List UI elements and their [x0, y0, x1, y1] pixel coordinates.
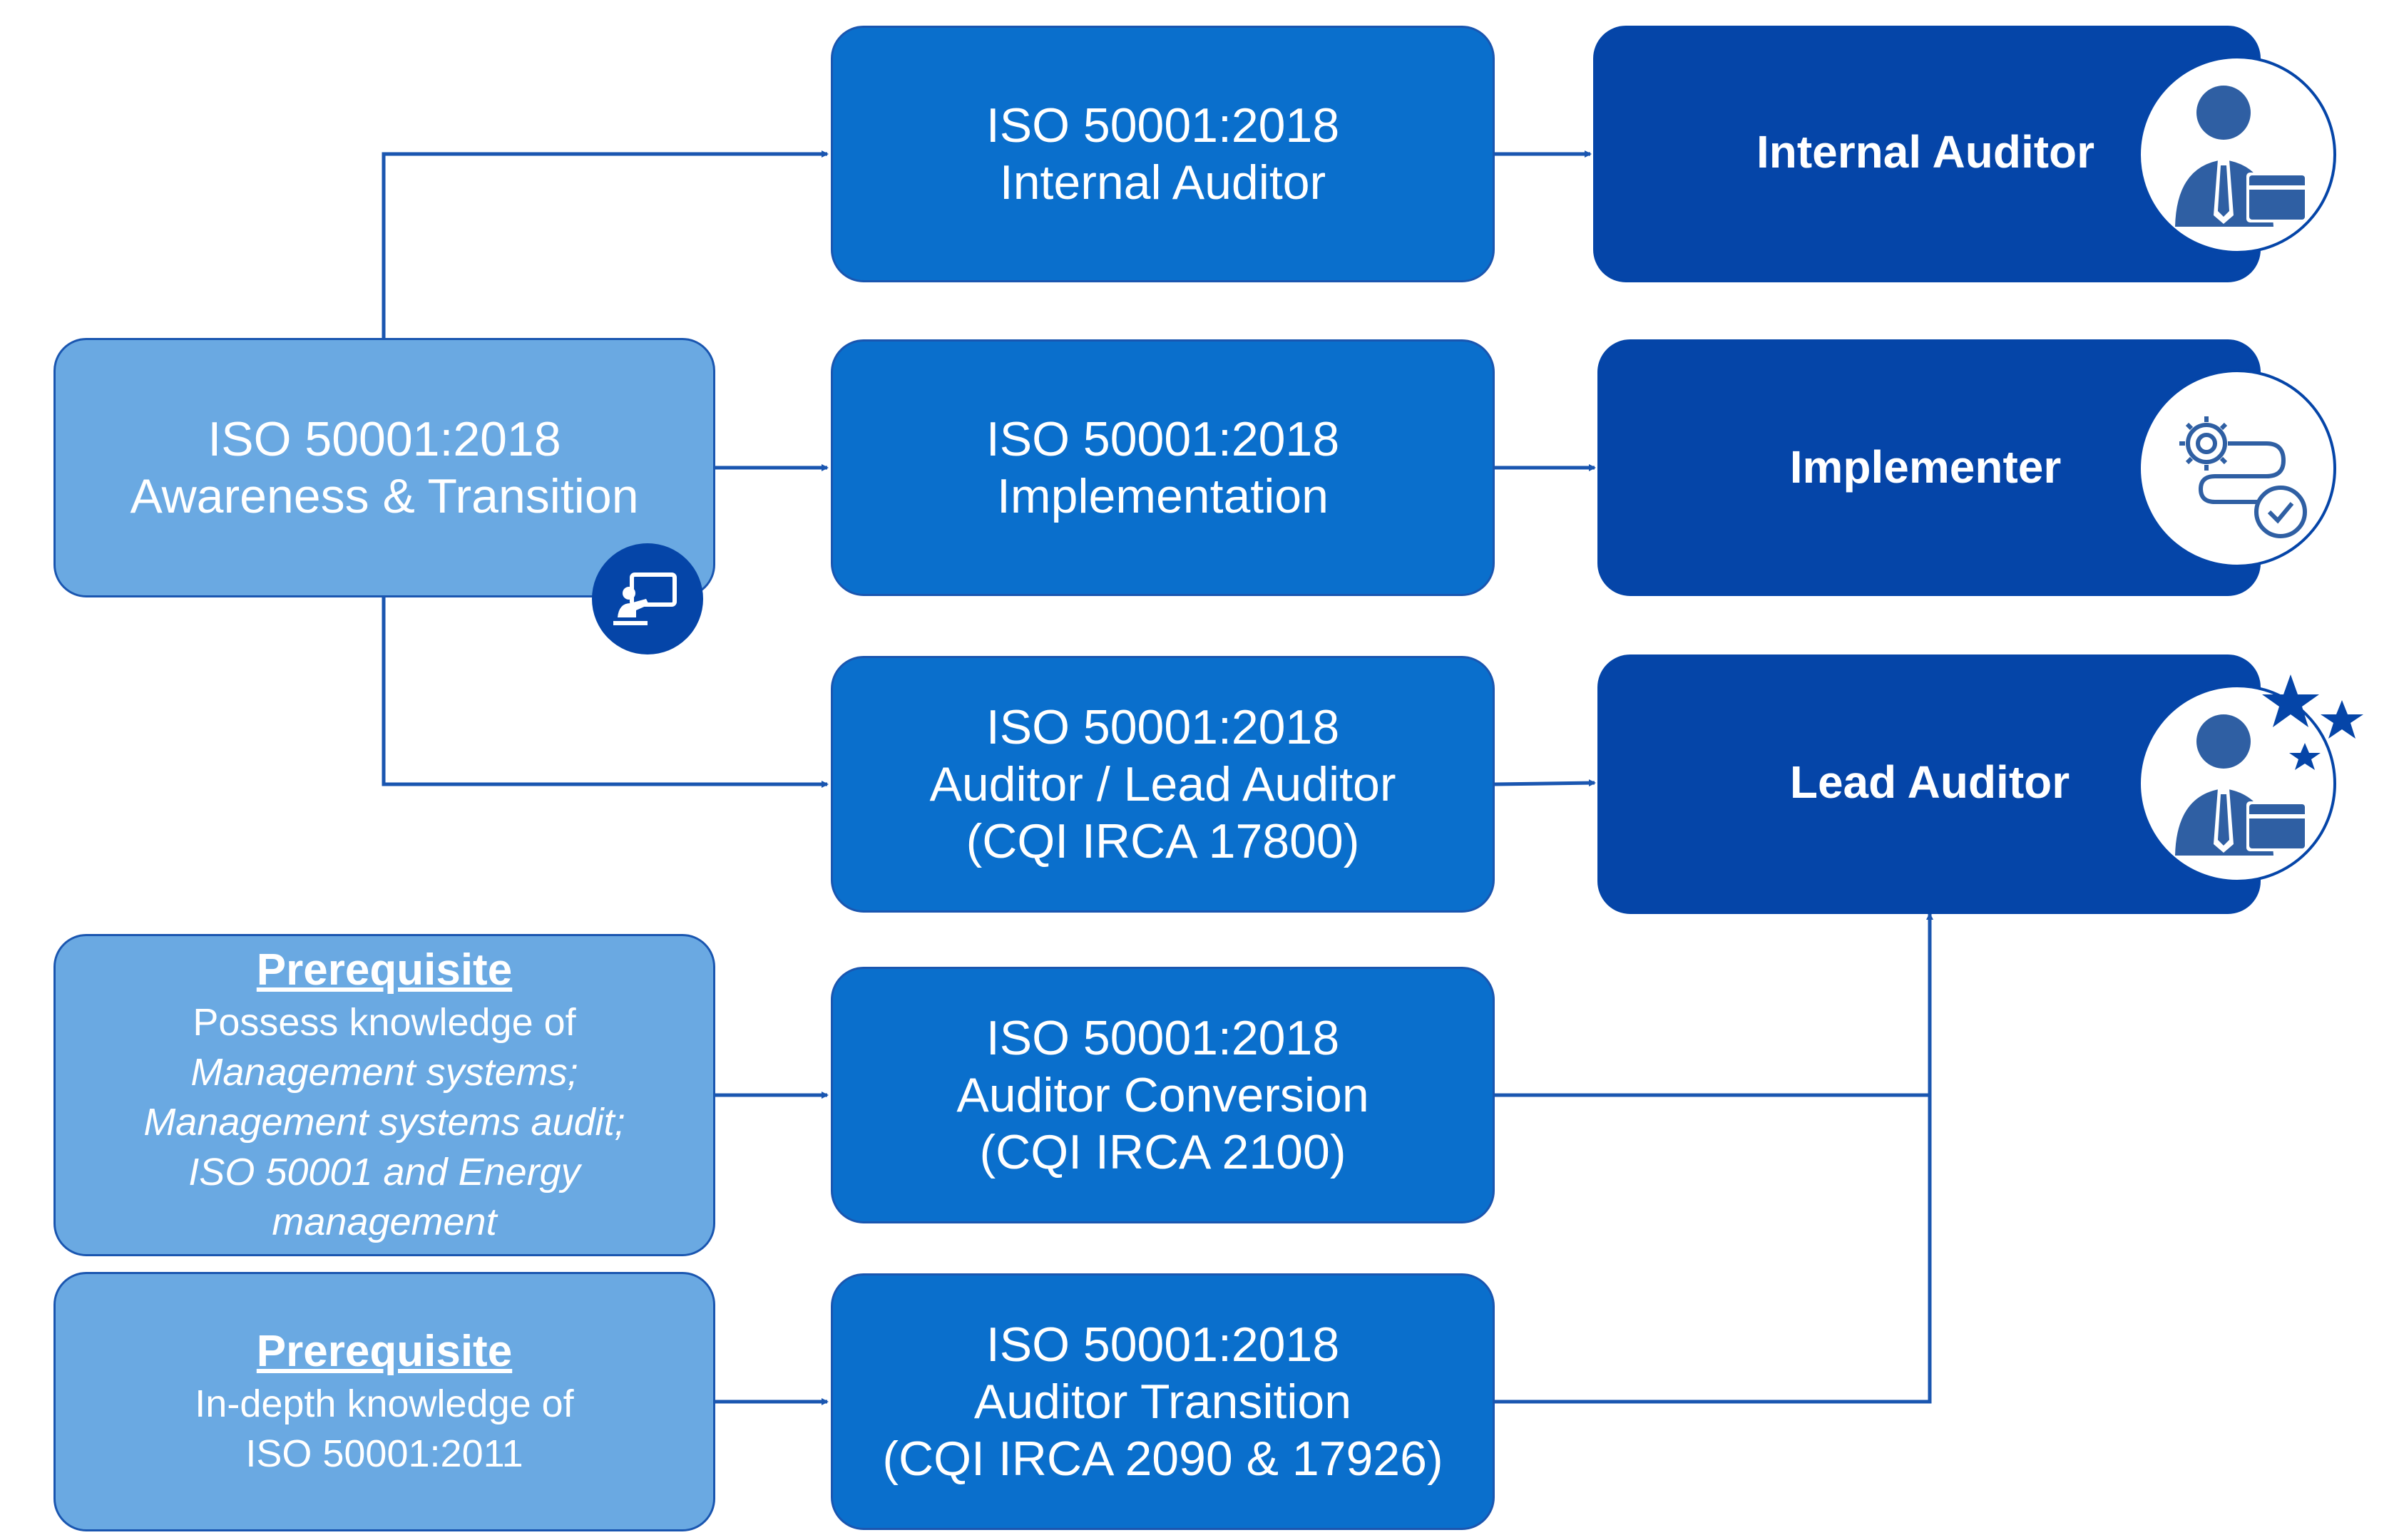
course-implementation: ISO 50001:2018 Implementation	[831, 339, 1495, 596]
course-line1: ISO 50001:2018	[986, 1011, 1340, 1065]
course-line1: ISO 50001:2018	[986, 700, 1340, 754]
course-line3: (CQI IRCA 17800)	[966, 814, 1360, 868]
course-line2: Auditor Conversion	[956, 1068, 1369, 1122]
prerequisite-text: ISO 50001 and Energy	[188, 1151, 580, 1194]
course-line3: (CQI IRCA 2100)	[979, 1125, 1346, 1179]
prerequisite-text: Possess knowledge of	[193, 1001, 576, 1044]
arrow-awareness-to-lead	[382, 597, 829, 788]
prerequisite-text: Management systems audit;	[143, 1101, 625, 1144]
course-internal-auditor: ISO 50001:2018 Internal Auditor	[831, 26, 1495, 282]
course-line2: Auditor / Lead Auditor	[929, 757, 1396, 811]
course-auditor-conversion: ISO 50001:2018 Auditor Conversion (CQI I…	[831, 967, 1495, 1223]
arrow-awareness-to-internal	[382, 150, 829, 338]
awareness-transition-box: ISO 50001:2018 Awareness & Transition	[53, 338, 715, 597]
stars-icon	[2262, 674, 2363, 770]
role-internal-auditor-label: Internal Auditor	[1756, 126, 2095, 178]
course-line1: ISO 50001:2018	[986, 98, 1340, 153]
course-line2: Implementation	[997, 469, 1329, 523]
prerequisite-box-1: Prerequisite Possess knowledge of Manage…	[53, 934, 715, 1256]
gear-process-check-icon	[2138, 369, 2336, 568]
prerequisite-text: Management systems;	[190, 1051, 578, 1094]
role-implementer-label: Implementer	[1789, 441, 2062, 493]
awareness-line1: ISO 50001:2018	[208, 412, 561, 466]
arrow-transition-to-lead	[1495, 913, 1933, 1404]
presentation-icon	[592, 543, 703, 654]
prerequisite-text: In-depth knowledge of	[195, 1382, 574, 1425]
prerequisite-title: Prerequisite	[256, 945, 513, 995]
prerequisite-text: ISO 50001:2011	[245, 1432, 523, 1475]
course-line2: Internal Auditor	[999, 155, 1326, 210]
auditor-person-icon	[2138, 56, 2336, 254]
course-line1: ISO 50001:2018	[986, 412, 1340, 466]
course-lead-auditor: ISO 50001:2018 Auditor / Lead Auditor (C…	[831, 656, 1495, 913]
arrow-lead-course-to-role	[1494, 779, 1596, 787]
course-line3: (CQI IRCA 2090 & 17926)	[882, 1432, 1443, 1486]
course-line1: ISO 50001:2018	[986, 1318, 1340, 1372]
prerequisite-title: Prerequisite	[256, 1327, 513, 1376]
course-line2: Auditor Transition	[973, 1375, 1352, 1429]
awareness-line2: Awareness & Transition	[130, 469, 639, 523]
course-auditor-transition: ISO 50001:2018 Auditor Transition (CQI I…	[831, 1273, 1495, 1530]
prerequisite-text: management	[272, 1201, 497, 1243]
prerequisite-box-2: Prerequisite In-depth knowledge of ISO 5…	[53, 1272, 715, 1531]
role-lead-auditor-label: Lead Auditor	[1789, 756, 2070, 808]
